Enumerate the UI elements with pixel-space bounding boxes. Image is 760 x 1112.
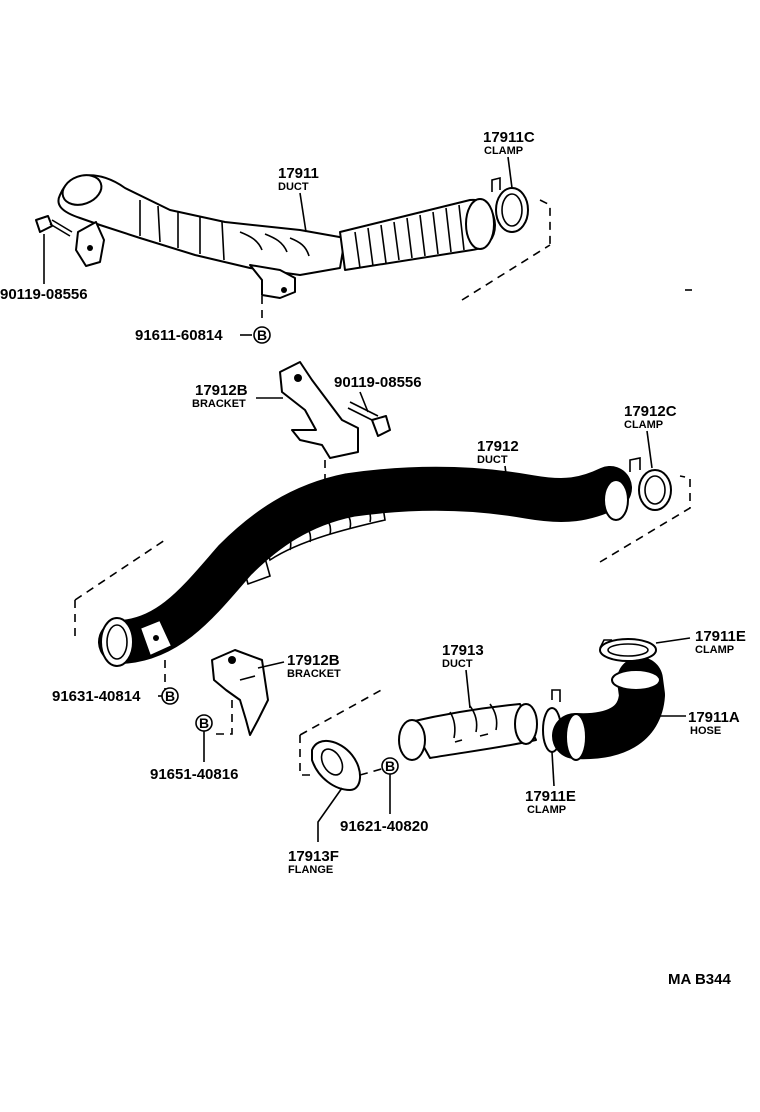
label-17911E-clamp-upper: 17911E CLAMP [655, 628, 746, 656]
label-91611-60814: 91611-60814 B [135, 326, 271, 344]
part-number-91611-60814: 91611-60814 [135, 327, 223, 344]
label-90119-08556-mid: 90119-08556 [334, 374, 422, 413]
part-number-91621-40820: 91621-40820 [340, 818, 428, 835]
label-17912C-clamp: 17912C CLAMP [624, 403, 677, 469]
part-name-17911C: CLAMP [484, 145, 523, 157]
part-number-17913F: 17913F [288, 848, 339, 865]
label-17911A-hose: 17911A HOSE [655, 709, 740, 737]
part-name-17911: DUCT [278, 181, 309, 193]
label-91621-40820: B 91621-40820 [340, 757, 428, 835]
label-91651-40816: B 91651-40816 [150, 714, 238, 783]
label-17911-duct: 17911 DUCT [278, 165, 319, 233]
part-name-17912C: CLAMP [624, 419, 663, 431]
part-number-90119-08556-mid: 90119-08556 [334, 374, 422, 391]
part-number-17912C: 17912C [624, 403, 677, 420]
part-number-91631-40814: 91631-40814 [52, 688, 141, 705]
part-name-17913F: FLANGE [288, 864, 333, 876]
part-number-17911A: 17911A [688, 709, 740, 726]
part-number-17911C: 17911C [483, 129, 535, 146]
diagram-reference: MA B344 [668, 971, 731, 988]
part-name-17911E-upper: CLAMP [695, 644, 734, 656]
b-marker [253, 326, 271, 344]
duct-17912-drawing [74, 361, 691, 736]
part-number-17912: 17912 [477, 438, 519, 455]
label-17912-duct: 17912 DUCT [477, 438, 519, 491]
label-17912B-bracket-upper: 17912B BRACKET [192, 382, 283, 410]
part-name-17912B-lower: BRACKET [287, 668, 341, 680]
part-name-17913: DUCT [442, 658, 473, 670]
part-number-17911E-lower: 17911E [525, 788, 576, 805]
part-number-17911E-upper: 17911E [695, 628, 746, 645]
part-name-17911A: HOSE [690, 725, 721, 737]
label-17911E-clamp-lower: 17911E CLAMP [525, 751, 576, 816]
part-number-17913: 17913 [442, 642, 484, 659]
part-name-17912B-upper: BRACKET [192, 398, 246, 410]
part-number-17911: 17911 [278, 165, 319, 182]
marker-91621: B [385, 758, 395, 774]
marker-91611: B [257, 327, 267, 343]
label-17911C-clamp: 17911C CLAMP [483, 129, 535, 189]
part-name-17912: DUCT [477, 454, 508, 466]
part-number-90119-08556-top: 90119-08556 [0, 286, 88, 303]
b-marker [161, 687, 179, 705]
marker-91651: B [199, 715, 209, 731]
part-number-17912B-lower: 17912B [287, 652, 340, 669]
marker-91631: B [165, 688, 175, 704]
label-17912B-bracket-lower: 17912B BRACKET [257, 652, 341, 680]
duct-17913-drawing [299, 638, 665, 791]
part-number-17912B-upper: 17912B [195, 382, 248, 399]
duct-17911-drawing [35, 174, 692, 318]
part-number-91651-40816: 91651-40816 [150, 766, 238, 783]
label-91631-40814: 91631-40814 B [52, 687, 179, 705]
label-17913-duct: 17913 DUCT [442, 642, 484, 709]
label-17913F-flange: 17913F FLANGE [288, 787, 343, 876]
part-name-17911E-lower: CLAMP [527, 804, 566, 816]
label-90119-08556-top: 90119-08556 [0, 234, 88, 303]
